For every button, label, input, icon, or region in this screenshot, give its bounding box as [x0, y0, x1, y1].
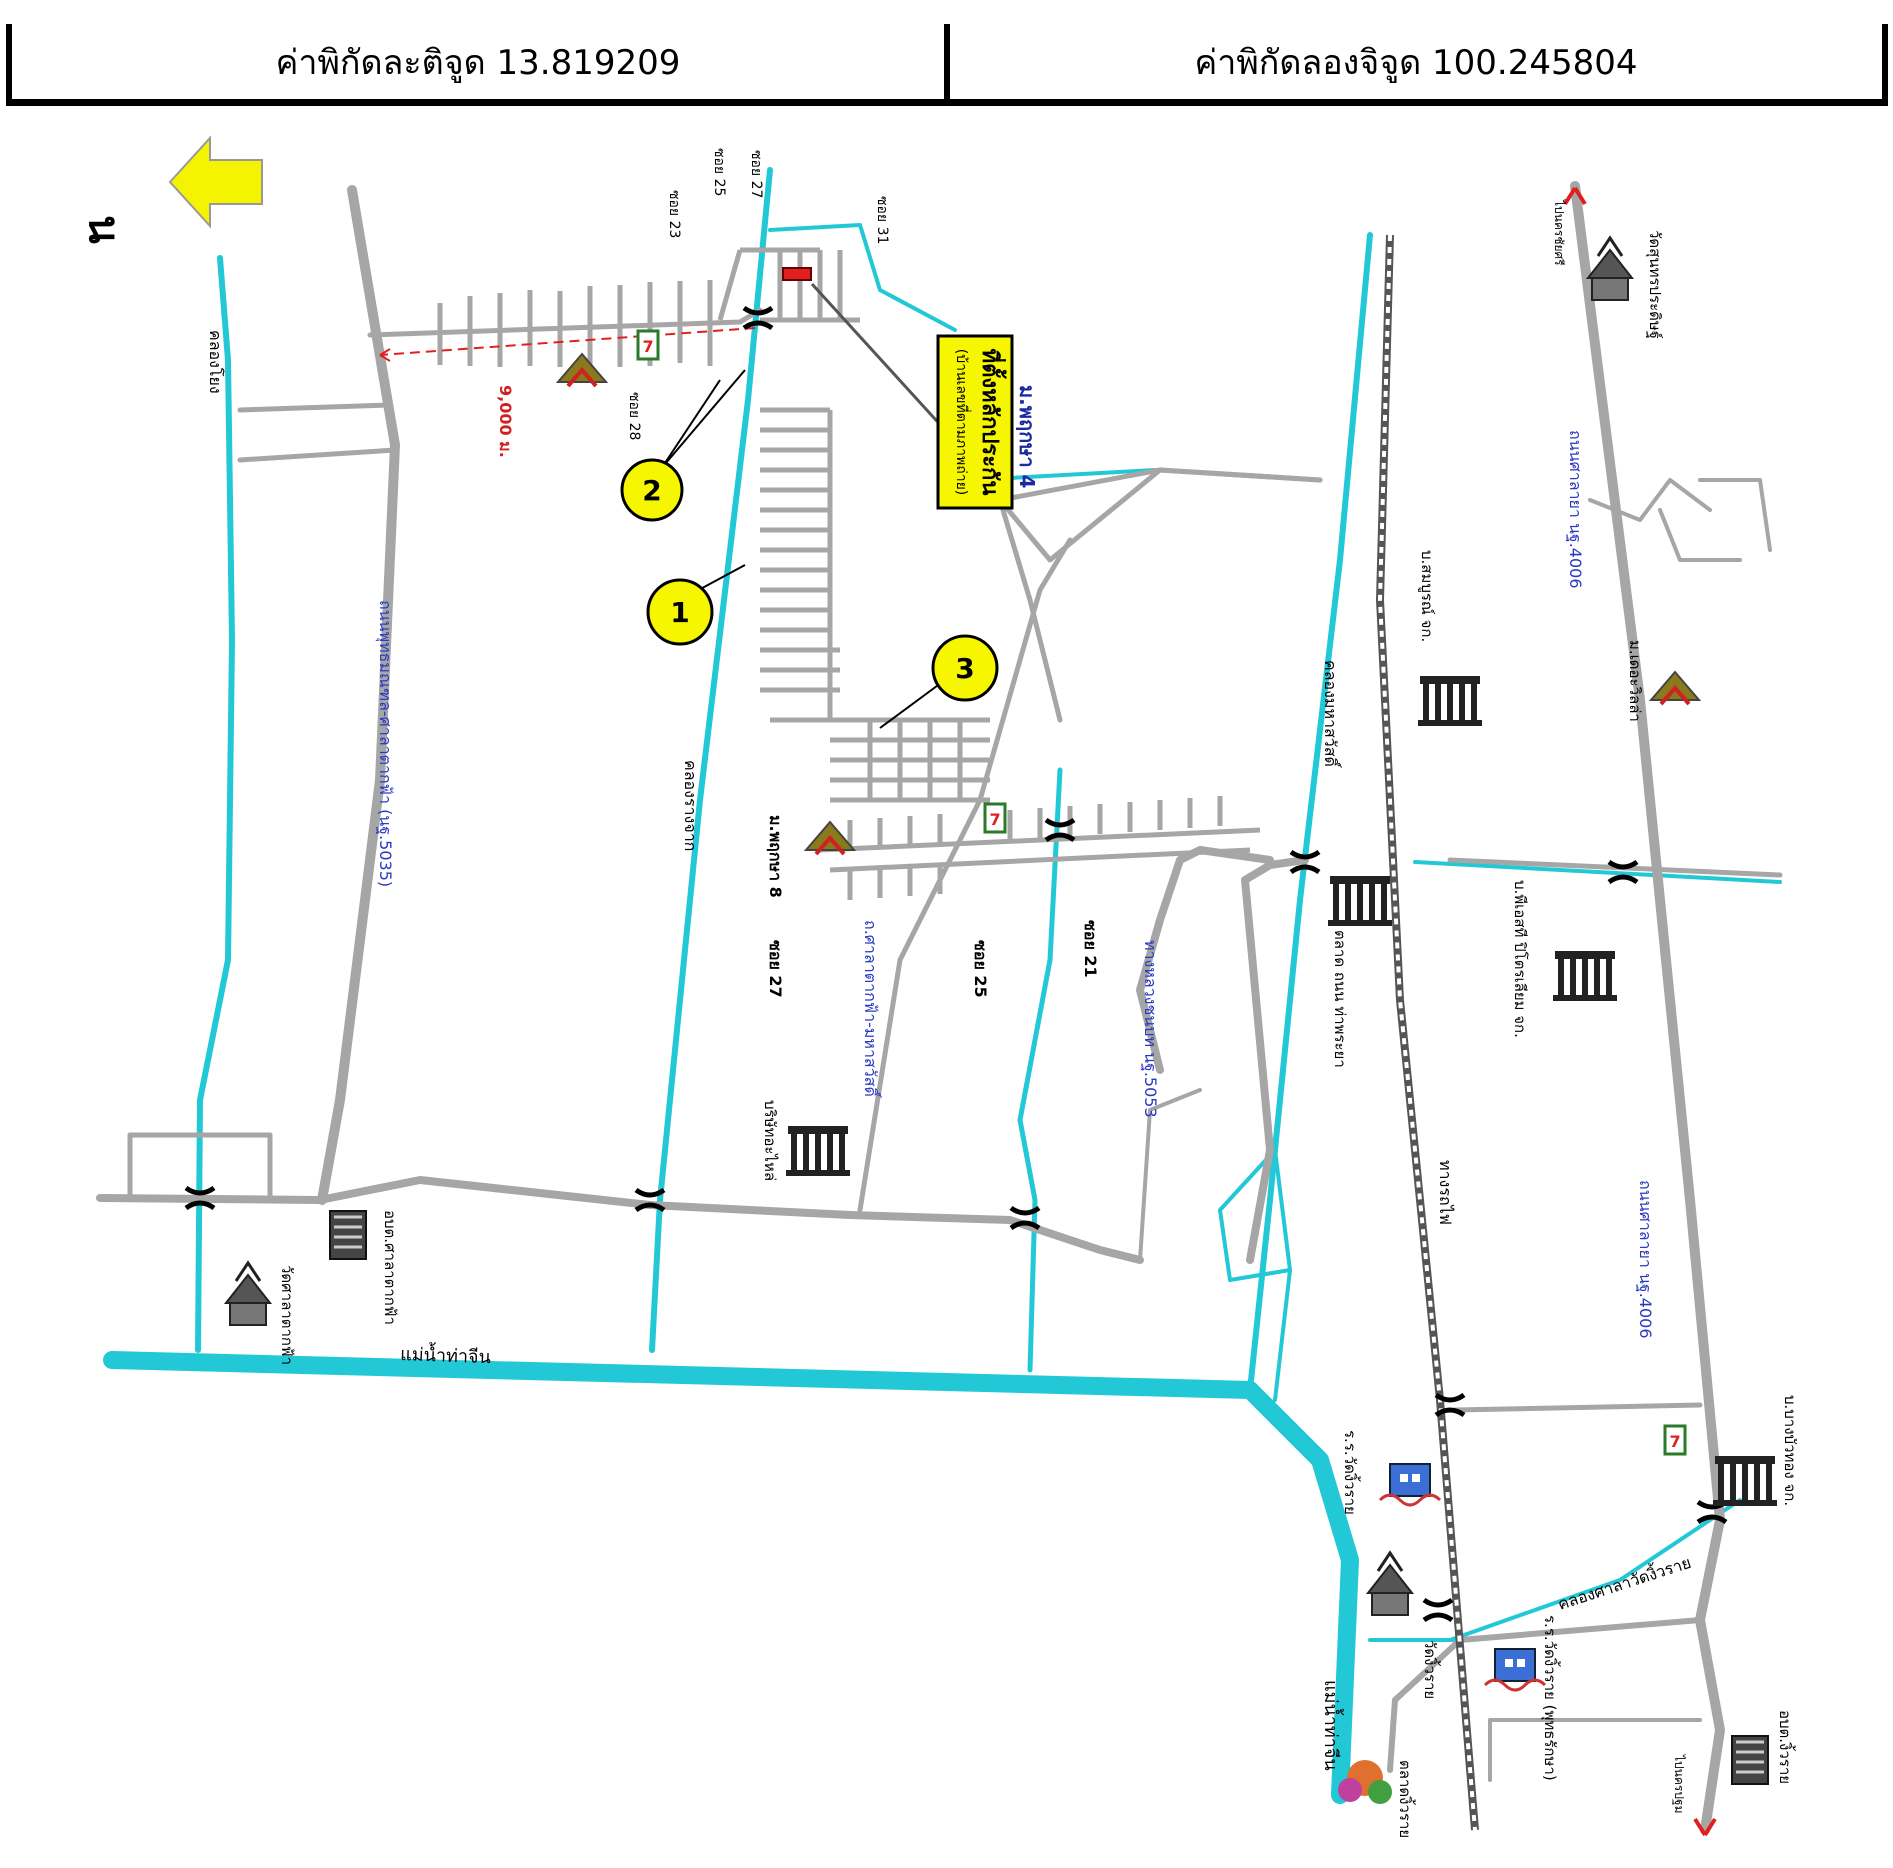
village-icon [556, 352, 608, 388]
callout-title: ที่ตั้งหลักประกัน [977, 349, 1007, 496]
label-bank-mid: บ.พีเอสที ปิโตรเลียม จก. [1511, 880, 1529, 1038]
label-soi31: ซอย 31 [874, 196, 890, 244]
label-khlong-rang: คลองรางจาก [681, 760, 700, 851]
label-factory-bottom: บ.บางบัวทอง จก. [1781, 1395, 1799, 1506]
label-tha-chin: แม่น้ำท่าจีน [400, 1341, 491, 1368]
label-distance: 9,000 ม. [496, 385, 515, 458]
label-right-top: ไปนครชัยศรี [1552, 199, 1566, 266]
road-5035 [317, 185, 400, 1205]
marker-1-label: 1 [670, 596, 689, 629]
direction-arrow-icon [1563, 186, 1587, 206]
village-icon [1649, 670, 1701, 706]
longitude-cell: ค่าพิกัดลองจิจูด 100.245804 [944, 24, 1882, 99]
label-soi25-bottom: ซอย 25 [971, 940, 990, 998]
market-icon [1338, 1760, 1392, 1804]
label-road-4006-bottom: ถนนศาลายา นฐ.4006 [1636, 1180, 1655, 1339]
label-school-2: ร.ร.วัดงิ้วราย (พุทธรักษา) [1540, 1615, 1561, 1781]
label-soi25-top: ซอย 25 [711, 148, 727, 196]
label-road-salaya: ถ.ศาลาตากฟ้า-มหาสวัสดิ์ [861, 920, 882, 1099]
marker-1[interactable]: 1 [646, 564, 746, 646]
location-map[interactable]: 7 น [0, 110, 1893, 1850]
north-arrow-icon [168, 135, 263, 229]
soi-grid-bottom [819, 796, 1261, 900]
direction-arrow-icon [1693, 1817, 1717, 1837]
label-moo-top: ม.เดอะวิลล่า [1626, 640, 1644, 722]
convenience-store-icon [636, 329, 660, 361]
label-moo4: ม.พฤกษา 4 [1015, 385, 1039, 488]
school-icon [1483, 1647, 1547, 1692]
convenience-store-icon [983, 802, 1007, 834]
label-soi21: ซอย 21 [1081, 920, 1100, 978]
north-label: น [80, 215, 129, 244]
label-bank-top: บ.สมบูรณ์ จก. [1418, 550, 1436, 642]
distance-line [379, 327, 756, 356]
marker-3-label: 3 [955, 652, 974, 685]
coordinate-bar: ค่าพิกัดละติจูด 13.819209 ค่าพิกัดลองจิจ… [6, 24, 1888, 106]
label-soi27-top: ซอย 27 [748, 150, 764, 198]
collateral-callout[interactable]: ที่ตั้งหลักประกัน (บ้านเลขที่ตามภาพถ่าย) [936, 334, 1014, 510]
marker-2-label: 2 [642, 474, 661, 507]
school-icon [1378, 1462, 1442, 1507]
label-khlong-mahasawat: คลองมหาสวัสดิ์ [1321, 660, 1342, 769]
khlong-chong-canal [195, 255, 235, 1353]
company-icon [1418, 676, 1482, 726]
label-soi23: ซอย 23 [666, 190, 682, 238]
temple-icon [1586, 236, 1634, 302]
temple-icon [224, 1261, 272, 1327]
label-moo8: ม.พฤกษา 8 [766, 815, 785, 898]
label-wat-salatakfa: วัดศาลาตากฟ้า [278, 1265, 296, 1365]
latitude-cell: ค่าพิกัดละติจูด 13.819209 [275, 42, 681, 83]
label-khlong-salaya: คลองศาลาวัดงิ้วราย [1555, 1551, 1694, 1614]
label-road-5035: ถนนพุทธมณฑล-ศาลาตากฟ้า (นฐ.5035) [375, 600, 395, 887]
office-building-icon [1730, 1734, 1770, 1786]
marker-3[interactable]: 3 [879, 634, 999, 729]
label-wat-top: วัดสุนทรประดิษฐ์ [1645, 230, 1664, 339]
road-main-horizontal [96, 1176, 1144, 1264]
label-soi27-bottom: ซอย 27 [766, 940, 785, 998]
label-obt-ngiwrai: อบต.งิ้วราย [1776, 1710, 1796, 1784]
label-right-bottom: ไปนครปฐม [1672, 1754, 1686, 1813]
temple-icon [1366, 1551, 1414, 1617]
label-road-4006-top: ถนนศาลายา นฐ.4006 [1566, 430, 1585, 589]
collateral-location-marker[interactable] [782, 267, 812, 281]
label-bank-left: บริษัทอะไหล่ [761, 1100, 779, 1181]
label-tha-chin-2: แม่น้ำท่าจีน [1320, 1680, 1344, 1771]
office-building-icon [328, 1209, 368, 1261]
label-market: ตลาดงิ้วราย [1396, 1760, 1416, 1838]
label-soi28: ซอย 28 [626, 392, 642, 440]
village-icon [804, 820, 856, 856]
marker-2[interactable]: 2 [620, 369, 746, 522]
railway-line [1375, 234, 1479, 1831]
company-icon [1328, 876, 1392, 926]
label-school-1: ร.ร.วัดงิ้วราย [1341, 1430, 1361, 1515]
soi-grid-top [437, 247, 990, 803]
label-railway: ทางรถไฟ [1436, 1160, 1455, 1225]
company-icon [1713, 1456, 1777, 1506]
tha-chin-river [103, 1351, 1359, 1804]
company-icon [1553, 951, 1617, 1001]
convenience-store-icon [1663, 1424, 1687, 1456]
label-khlong-chong: คลองโยง [206, 330, 225, 394]
label-obt-salatakfa: อบต.ศาลาตากฟ้า [381, 1210, 399, 1325]
label-wat-ngiwrai: วัดงิ้วราย [1421, 1640, 1441, 1699]
khlong-mahasawat-canal [1247, 232, 1373, 1393]
label-road-5053: ทางหลวงชนบท นฐ.5053 [1141, 940, 1160, 1118]
callout-subtitle: (บ้านเลขที่ตามภาพถ่าย) [953, 349, 971, 495]
khlong-salaya-canal [1448, 1498, 1742, 1642]
label-bank-3: ตลาด ถนน ท่าพระยา [1331, 930, 1349, 1068]
company-icon [786, 1126, 850, 1176]
